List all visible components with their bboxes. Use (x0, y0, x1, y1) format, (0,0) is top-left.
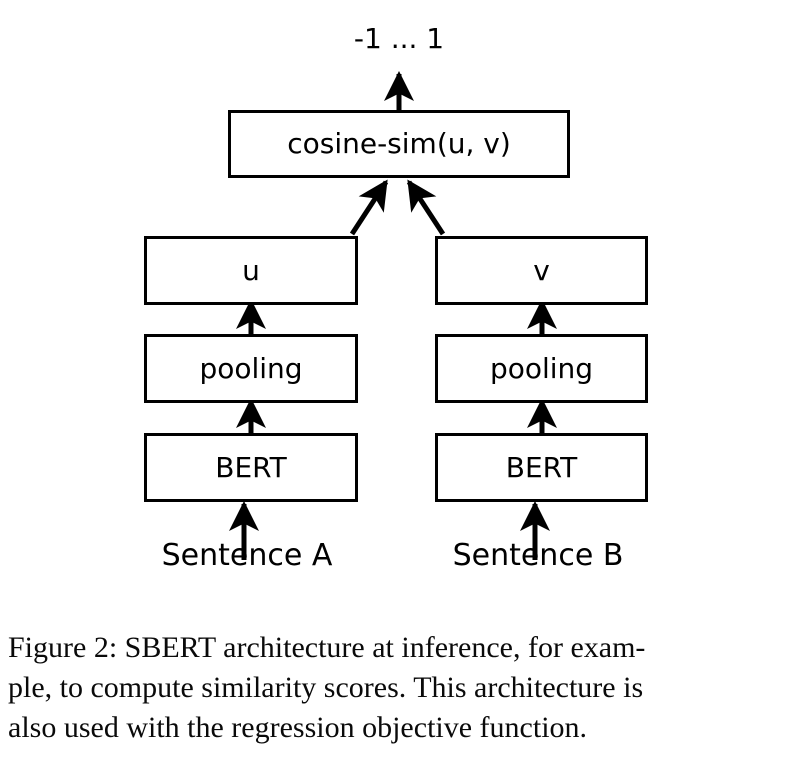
arrow-v-to-cosine (406, 179, 446, 236)
node-pooling-left-label: pooling (199, 351, 303, 385)
node-u-label: u (242, 253, 260, 287)
node-pooling-right[interactable]: pooling (435, 334, 648, 403)
figure-diagram: -1 ... 1 cosine-sim(u, v) u v pooling po… (144, 22, 648, 573)
diagram-connectors (228, 71, 557, 560)
node-pooling-right-label: pooling (489, 351, 594, 385)
node-cosine-sim[interactable]: cosine-sim(u, v) (228, 110, 570, 178)
caption-line-3: also used with the regression objective … (8, 711, 588, 744)
input-label-sentence-b: Sentence B (452, 538, 624, 573)
figure-caption: Figure 2: SBERT architecture at inferenc… (8, 628, 786, 748)
node-bert-left[interactable]: BERT (144, 433, 358, 502)
arrow-u-to-cosine (349, 179, 389, 236)
input-label-sentence-a: Sentence A (161, 538, 333, 573)
node-bert-right-label: BERT (505, 450, 578, 484)
node-bert-right[interactable]: BERT (435, 433, 648, 502)
output-range-label: -1 ... 1 (353, 22, 445, 55)
caption-line-2: ple, to compute similarity scores. This … (8, 671, 644, 704)
node-v-label: v (533, 253, 550, 287)
node-v[interactable]: v (435, 236, 648, 305)
node-u[interactable]: u (144, 236, 358, 305)
caption-line-1: Figure 2: SBERT architecture at inferenc… (8, 631, 646, 664)
node-bert-left-label: BERT (215, 450, 287, 484)
node-pooling-left[interactable]: pooling (144, 334, 358, 403)
node-cosine-sim-label: cosine-sim(u, v) (287, 127, 511, 160)
